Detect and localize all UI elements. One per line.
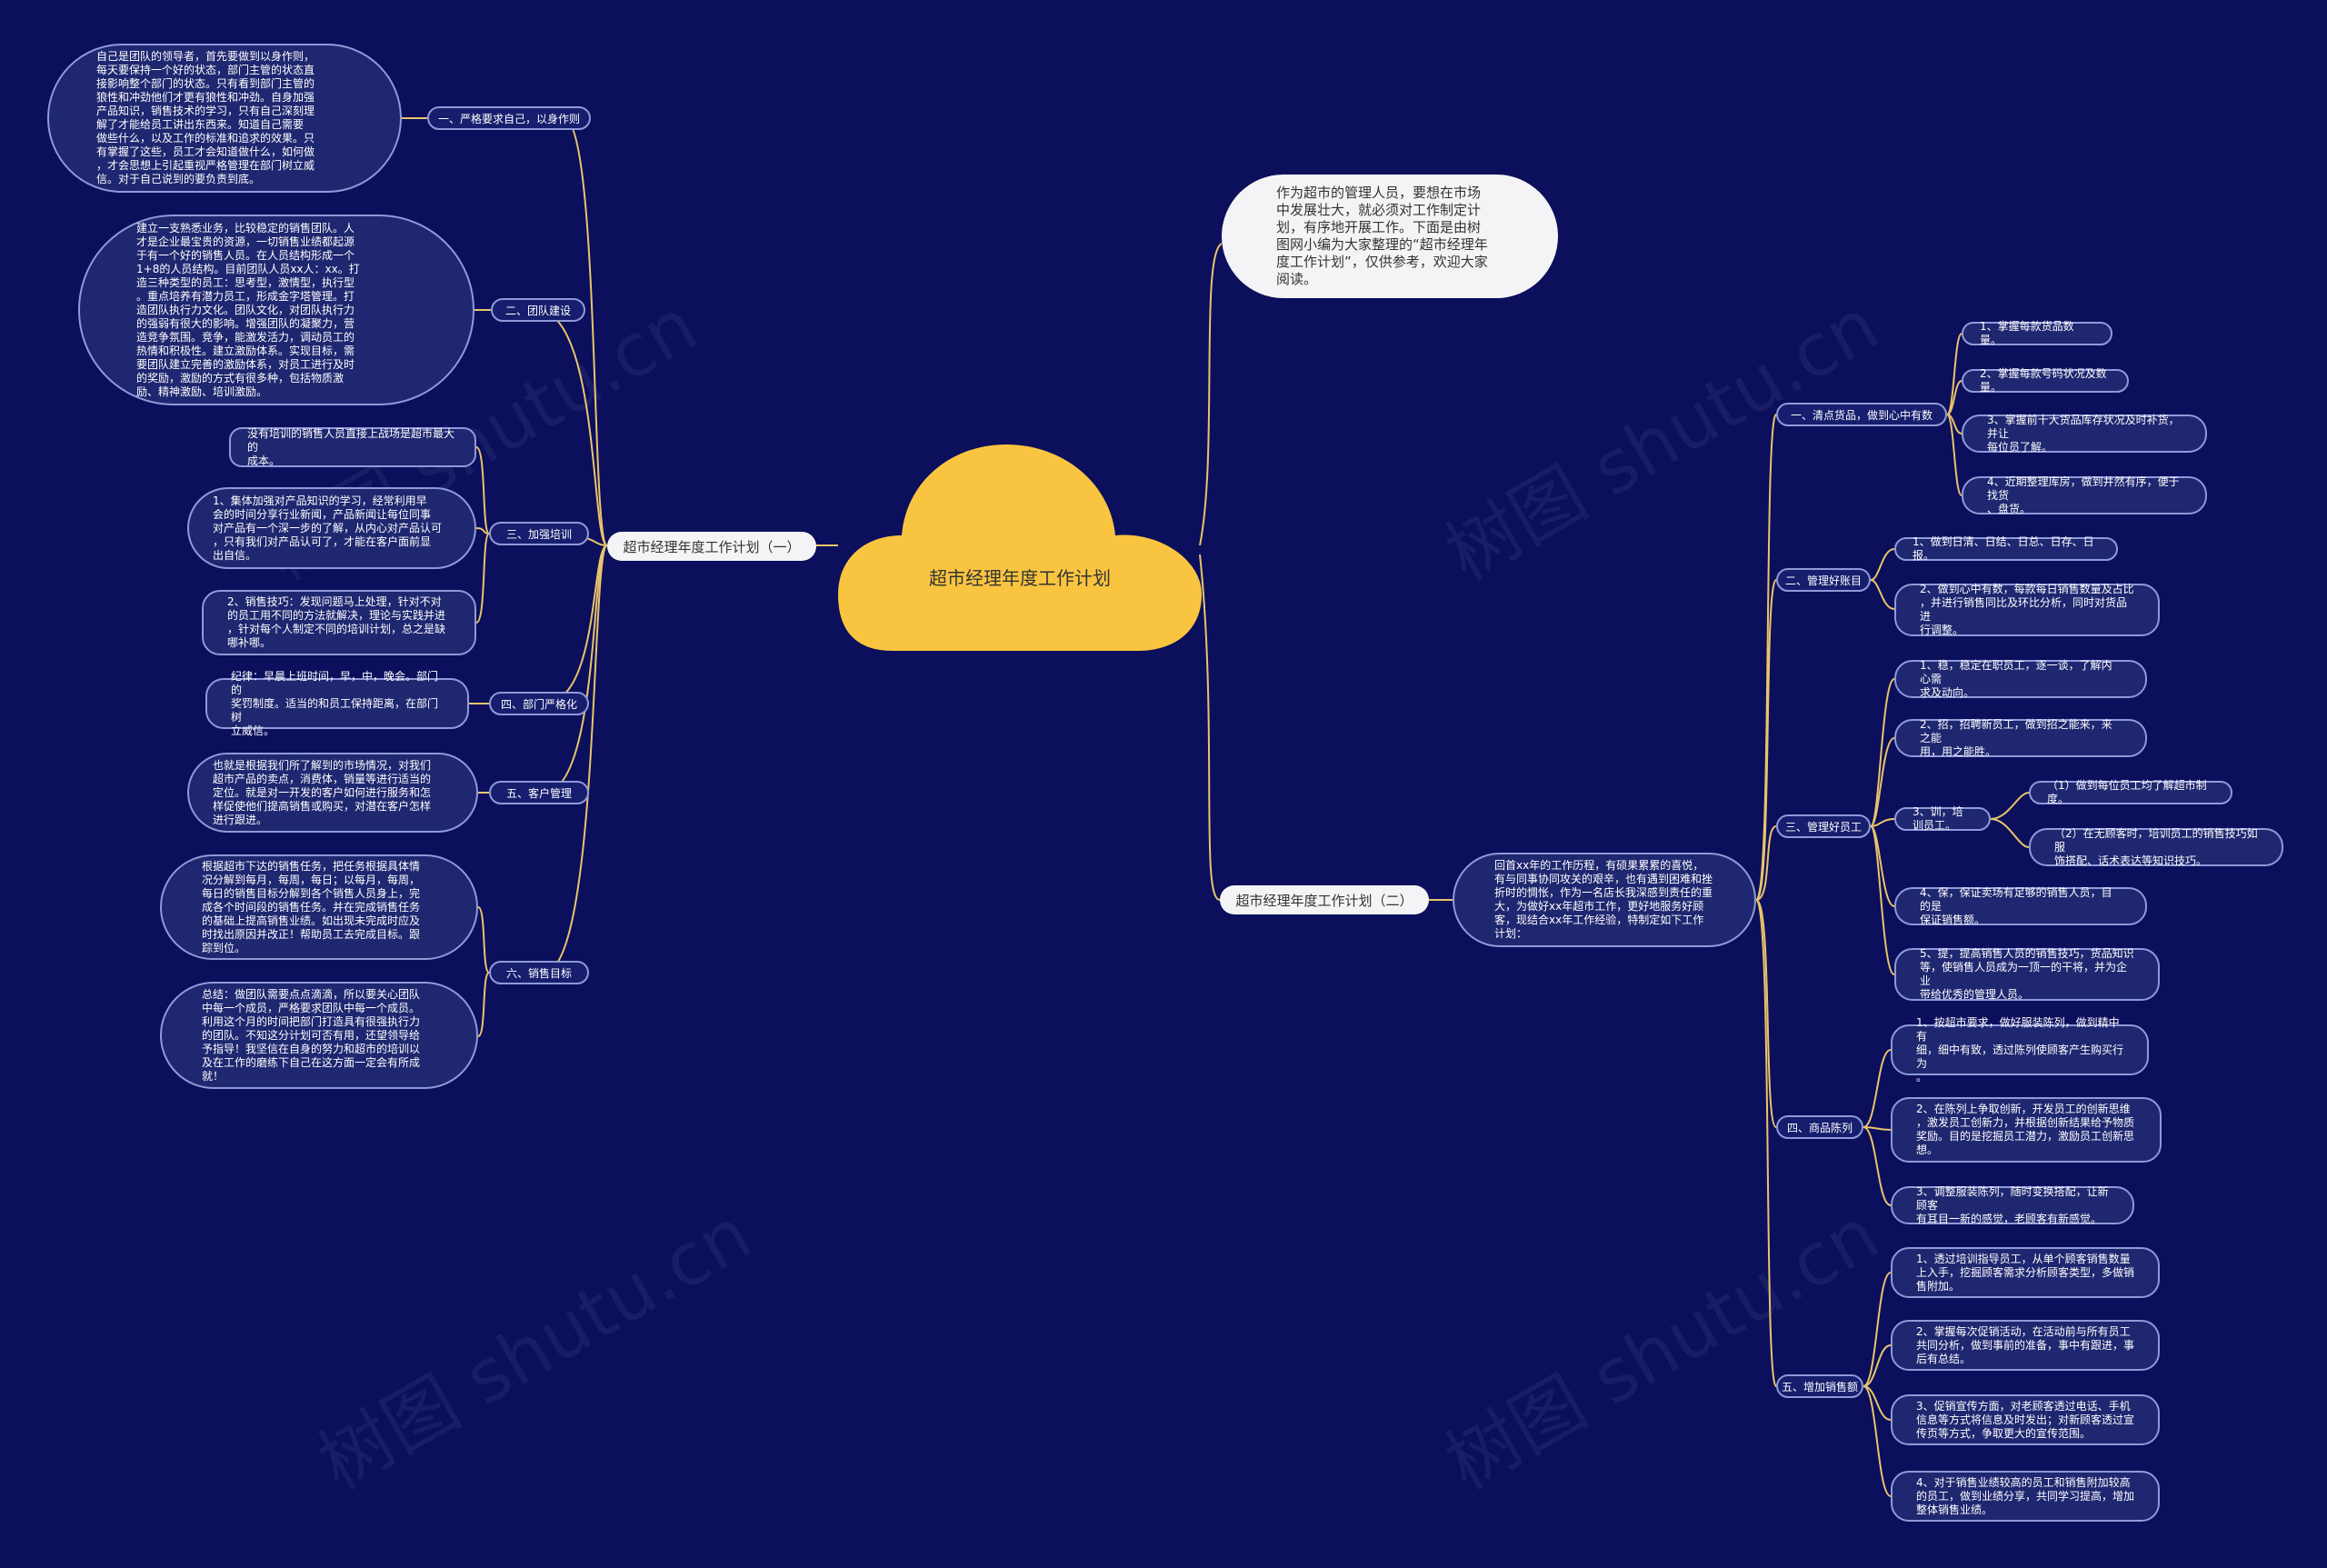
plan2-title[interactable]: 超市经理年度工作计划（二） [1220, 885, 1429, 914]
root-cloud-shape [838, 444, 1202, 651]
link [1870, 548, 1895, 581]
link [1870, 818, 1895, 827]
plan2-summary[interactable]: 回首xx年的工作历程，有硕果累累的喜悦， 有与同事协同攻关的艰辛，也有遇到困难和… [1453, 853, 1756, 947]
link [1755, 414, 1777, 901]
link [1870, 678, 1895, 827]
plan1-leaf[interactable]: 总结：做团队需要点点滴滴，所以要关心团队 中每一个成员，严格要求团队中每一个成员… [160, 982, 478, 1089]
link [563, 117, 608, 546]
link [1755, 899, 1777, 1387]
link [1863, 1385, 1892, 1497]
plan1-section-5[interactable]: 五、客户管理 [489, 781, 589, 804]
plan1-section-3[interactable]: 三、加强培训 [489, 522, 589, 545]
link [1990, 818, 2030, 848]
plan2-leaf[interactable]: 4、对于销售业绩较高的员工和销售附加较高 的员工，做到业绩分享，共同学习提高，增… [1891, 1471, 2160, 1522]
link [1863, 1344, 1892, 1387]
plan2-leaf[interactable]: 4、保，保证卖场有足够的销售人员，目的是 保证销售额。 [1894, 886, 2147, 926]
root-title[interactable]: 超市经理年度工作计划 [929, 567, 1111, 589]
link [1870, 579, 1895, 610]
link [1863, 1049, 1892, 1128]
plan2-leaf[interactable]: 5、提，提高销售人员的销售技巧，货品知识 等，使销售人员成为一顶一的干将，并为企… [1894, 947, 2160, 1001]
link [1199, 554, 1221, 901]
link [1870, 825, 1895, 975]
plan1-section-6[interactable]: 六、销售目标 [489, 961, 589, 984]
plan1-leaf[interactable]: 纪律：早晨上班时间，早，中，晚会。部门的 奖罚制度。适当的和员工保持距离，在部门… [205, 670, 469, 737]
plan2-section-4[interactable]: 四、商品陈列 [1776, 1115, 1863, 1139]
link [1946, 414, 1962, 496]
plan1-section-1[interactable]: 一、严格要求自己，以身作则 [427, 106, 591, 130]
link [475, 446, 490, 534]
link [475, 527, 490, 534]
plan2-leaf[interactable]: 3、掌握前十大货品库存状况及时补货，并让 每位员了解。 [1962, 414, 2207, 454]
link [475, 533, 490, 624]
link [1946, 380, 1962, 415]
plan1-section-4[interactable]: 四、部门严格化 [489, 692, 589, 715]
link [477, 906, 490, 974]
plan2-leaf[interactable]: 1、掌握每款货品数量。 [1962, 320, 2112, 346]
plan2-leaf[interactable]: 1、做到日清、日结、日总、日存、日报。 [1894, 535, 2118, 562]
plan2-leaf[interactable]: 2、掌握每款号码状况及数量。 [1962, 367, 2129, 394]
plan2-section-3[interactable]: 三、管理好员工 [1776, 814, 1871, 838]
plan2-sub-leaf[interactable]: （2）在无顾客时，培训员工的销售技巧如服 饰搭配、话术表达等知识技巧。 [2029, 827, 2283, 867]
plan1-leaf[interactable]: 2、销售技巧：发现问题马上处理，针对不对 的员工用不同的方法就解决，理论与实践并… [202, 590, 476, 655]
plan1-section-2[interactable]: 二、团队建设 [491, 298, 585, 322]
plan2-section-2[interactable]: 二、管理好账目 [1776, 568, 1871, 592]
plan2-leaf[interactable]: 3、训，培训员工。 [1894, 805, 1991, 832]
plan2-sub-leaf[interactable]: （1）做到每位员工均了解超市制度。 [2029, 779, 2232, 805]
link [1199, 243, 1223, 546]
plan2-leaf[interactable]: 4、近期整理库房，做到井然有序，便于找货 、盘货。 [1962, 475, 2207, 515]
link [1863, 1126, 1892, 1206]
plan1-leaf[interactable]: 根据超市下达的销售任务，把任务根据具体情 况分解到每月，每周，每日；以每月，每周… [160, 854, 478, 960]
plan1-leaf[interactable]: 建立一支熟悉业务，比较稳定的销售团队。人 才是企业最宝贵的资源，一切销售业绩都起… [78, 215, 474, 405]
plan2-leaf[interactable]: 2、做到心中有数，每款每日销售数量及占比 ，并进行销售同比及环比分析，同时对货品… [1894, 583, 2160, 636]
link [1755, 899, 1777, 1128]
link [1863, 1126, 1892, 1131]
plan2-leaf[interactable]: 3、促销宣传方面，对老顾客透过电话、手机 信息等方式将信息及时发出；对新顾客透过… [1891, 1394, 2160, 1445]
plan2-leaf[interactable]: 1、稳，稳定在职员工，逐一谈，了解内心需 求及动向。 [1894, 659, 2147, 699]
plan2-leaf[interactable]: 2、掌握每次促销活动，在活动前与所有员工 共同分析，做到事前的准备，事中有跟进，… [1891, 1320, 2160, 1371]
plan1-leaf[interactable]: 也就是根据我们所了解到的市场情况，对我们 超市产品的卖点，消费体，销量等进行适当… [187, 753, 478, 833]
link [1863, 1385, 1892, 1421]
link [543, 544, 608, 974]
plan2-leaf[interactable]: 2、招，招聘新员工，做到招之能来，来之能 用，用之能胜。 [1894, 718, 2147, 758]
plan2-section-5[interactable]: 五、增加销售额 [1776, 1374, 1863, 1398]
link [477, 972, 490, 1037]
link [1870, 737, 1895, 827]
plan2-leaf[interactable]: 3、调整服装陈列，随时变换搭配，让新顾客 有耳目一新的感觉，老顾客有新感觉。 [1891, 1185, 2134, 1225]
plan1-leaf[interactable]: 没有培训的销售人员直接上战场是超市最大的 成本。 [229, 427, 476, 467]
link [1863, 1272, 1892, 1387]
plan1-title[interactable]: 超市经理年度工作计划（一） [607, 532, 816, 561]
plan2-section-1[interactable]: 一、清点货品，做到心中有数 [1776, 403, 1947, 426]
link [1755, 825, 1777, 901]
link [1755, 579, 1777, 901]
intro-bubble[interactable]: 作为超市的管理人员，要想在市场 中发展壮大，就必须对工作制定计 划，有序地开展工… [1222, 175, 1558, 298]
plan2-leaf[interactable]: 2、在陈列上争取创新，开发员工的创新思维 ，激发员工创新力，并根据创新结果给予物… [1891, 1097, 2162, 1163]
plan1-leaf[interactable]: 1、集体加强对产品知识的学习，经常利用早 会的时间分享行业新闻，产品新闻让每位同… [187, 487, 476, 569]
link [1946, 333, 1962, 415]
link [543, 544, 608, 794]
plan2-leaf[interactable]: 1、透过培训指导员工，从单个顾客销售数量 上入手，挖掘顾客需求分析顾客类型，多做… [1891, 1247, 2160, 1298]
plan2-leaf[interactable]: 1、按超市要求，做好服装陈列，做到精中有 细，细中有致，透过陈列使顾客产生购买行… [1891, 1016, 2149, 1084]
plan1-leaf[interactable]: 自己是团队的领导者，首先要做到以身作则， 每天要保持一个好的状态，部门主管的状态… [47, 44, 402, 193]
link [1990, 792, 2030, 820]
